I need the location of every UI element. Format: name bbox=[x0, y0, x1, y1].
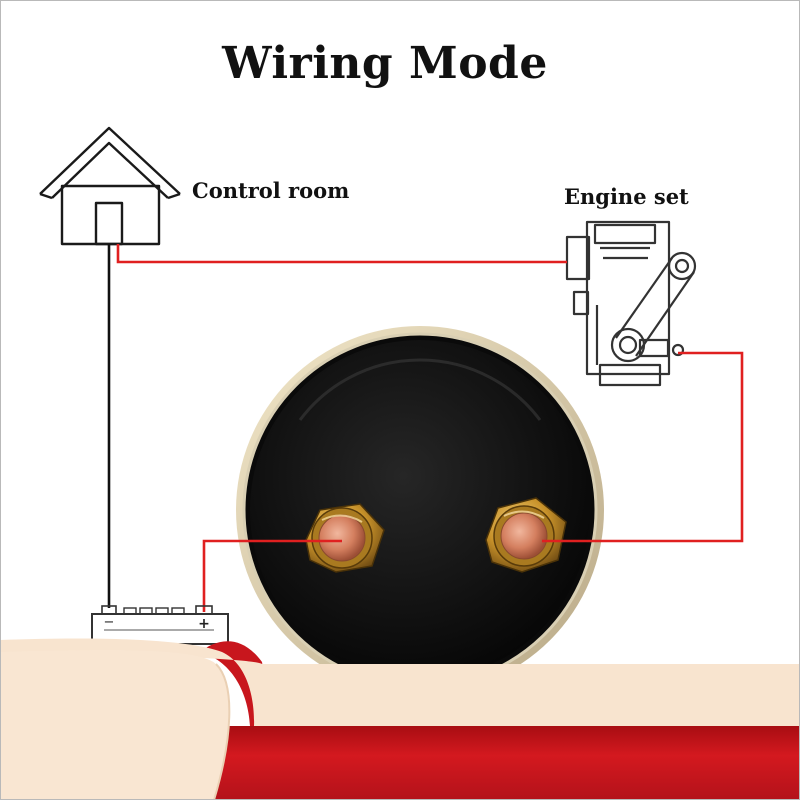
wire-control-room-to-engine bbox=[116, 244, 567, 264]
control-room-label: Control room bbox=[192, 178, 350, 203]
engine-set-label: Engine set bbox=[564, 184, 689, 209]
wire-engine-to-right-terminal bbox=[542, 351, 744, 543]
engine-outline-icon bbox=[565, 220, 697, 387]
battery-positive-symbol: + bbox=[198, 616, 210, 632]
battery-icon: − + bbox=[91, 605, 229, 645]
terminal-left bbox=[305, 503, 385, 573]
terminal-right bbox=[485, 497, 567, 573]
gauge-body bbox=[236, 326, 604, 694]
diagram-title: Wiring Mode bbox=[222, 38, 548, 89]
foreground-swoosh bbox=[0, 638, 800, 800]
signal-wires bbox=[116, 244, 744, 612]
battery-negative-symbol: − bbox=[104, 615, 115, 630]
house-outline-icon bbox=[39, 126, 181, 246]
wire-battery-to-left-terminal bbox=[202, 539, 342, 612]
